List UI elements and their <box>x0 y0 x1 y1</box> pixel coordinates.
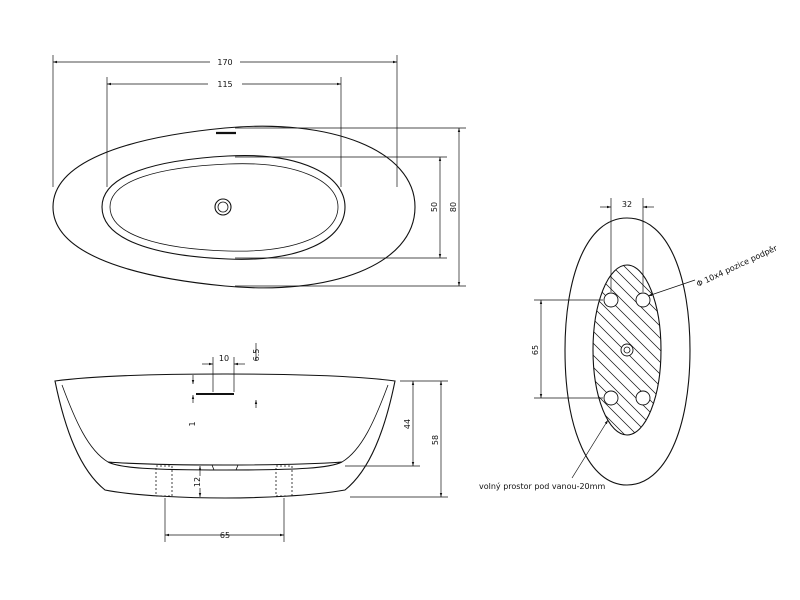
dim-drain-offset-label: 6.5 <box>252 349 261 362</box>
dim-length-label: 170 <box>217 58 232 67</box>
bottom-view-support-zone <box>592 264 662 436</box>
bottom-view-drain-icon <box>620 343 634 357</box>
side-view-interior-bottom <box>107 461 343 471</box>
dim-support-spacing-label: 65 <box>531 345 540 355</box>
clearance-label: volný prostor pod vanou-20mm <box>479 482 605 491</box>
dim-support-width-label: 32 <box>622 200 632 209</box>
top-view-drain-inner <box>217 201 229 213</box>
dim-base-width-label: 65 <box>220 531 230 540</box>
dim-inner-length-label: 115 <box>217 80 232 89</box>
dim-rim-label: 1 <box>188 421 197 426</box>
dim-foot-label: 12 <box>193 477 202 487</box>
top-view: 170 115 80 50 <box>52 55 466 289</box>
dim-inner-depth-label: 44 <box>403 419 412 429</box>
top-view-inner-basin <box>109 163 339 252</box>
dim-height-outer-label: 80 <box>449 202 458 212</box>
side-view-outer-profile <box>54 373 396 499</box>
side-view-supports <box>155 465 293 497</box>
top-view-inner-rim <box>101 154 346 260</box>
support-position-label: Φ 10x4 pozice podpěr <box>695 243 779 289</box>
bottom-view: 32 65 Φ 10x4 pozice podpěr volný prostor… <box>479 198 779 491</box>
top-view-drain-icon <box>214 198 232 216</box>
side-view-inner-wall-right <box>341 384 389 463</box>
bottom-view-support-pads <box>603 292 651 406</box>
dim-drain-width-label: 10 <box>219 354 229 363</box>
side-view: 10 6.5 1 44 58 12 65 <box>54 343 448 542</box>
dim-height-inner-label: 50 <box>430 202 439 212</box>
bottom-view-hatched-area <box>593 265 661 435</box>
bottom-view-outer-shell <box>564 217 691 486</box>
dim-total-height-label: 58 <box>431 435 440 445</box>
top-view-outer-shell <box>52 125 416 289</box>
side-view-inner-wall-left <box>61 384 109 463</box>
